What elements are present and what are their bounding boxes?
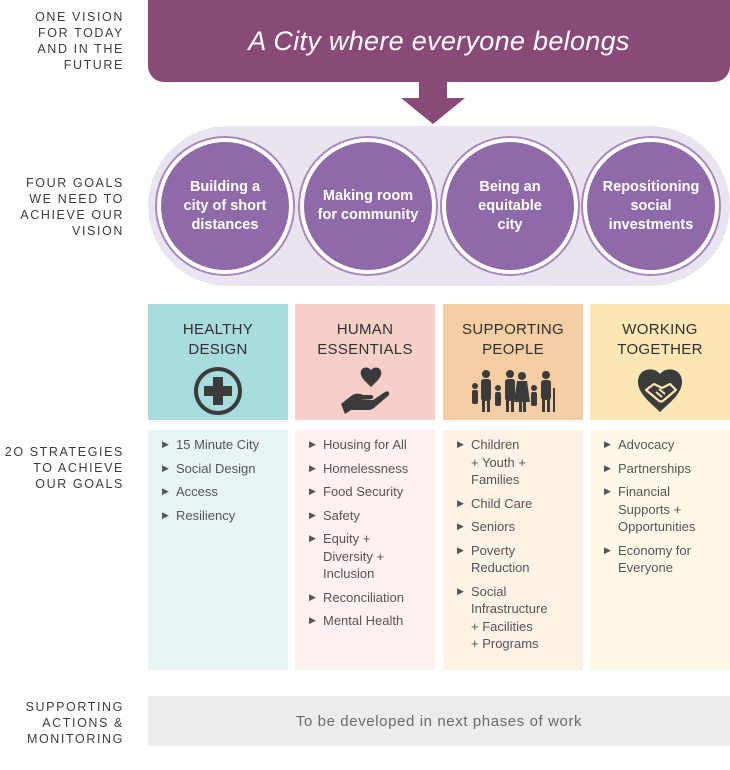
strategy-item: ▶ Social Design <box>162 460 280 478</box>
strategy-label: Poverty Reduction <box>471 542 530 576</box>
goals-side-label: FOUR GOALS WE NEED TO ACHIEVE OUR VISION <box>20 176 124 238</box>
strategies-human-essentials: ▶ Housing for All ▶ Homelessness ▶ Food Secur… <box>295 430 435 670</box>
strategy-label: Economy for Everyone <box>618 542 691 576</box>
strategy-label: Child Care <box>471 495 533 511</box>
strategy-label: Social Infrastructure + Facilities + Pro… <box>471 583 548 652</box>
strategy-item: ▶ Equity + Diversity + Inclusion <box>309 530 427 583</box>
strategy-item: ▶ Housing for All <box>309 436 427 454</box>
strategy-item: ▶ Poverty Reduction <box>457 542 575 577</box>
triangle-bullet-icon: ▶ <box>604 544 611 555</box>
triangle-bullet-icon: ▶ <box>457 585 464 596</box>
medical-cross-icon <box>194 367 242 415</box>
triangle-bullet-icon: ▶ <box>604 462 611 473</box>
actions-box: To be developed in next phases of work <box>148 696 730 746</box>
down-arrow-icon <box>401 82 465 124</box>
goal-circle-short-distances: Building a city of short distances <box>157 138 293 274</box>
strategy-item: ▶ Reconciliation <box>309 589 427 607</box>
strategy-label: Homelessness <box>323 460 409 476</box>
category-title: SUPPORTING PEOPLE <box>462 321 564 358</box>
strategy-label: Access <box>176 484 218 499</box>
goal-circle-equitable-city: Being an equitable city <box>442 138 578 274</box>
triangle-bullet-icon: ▶ <box>162 509 169 520</box>
strategy-item: ▶ Safety <box>309 507 427 525</box>
triangle-bullet-icon: ▶ <box>309 486 316 496</box>
triangle-bullet-icon: ▶ <box>457 544 464 555</box>
category-title: HEALTHY DESIGN <box>182 321 254 358</box>
strategy-label: Equity + Diversity + Inclusion <box>323 531 385 581</box>
strategy-label: Mental Health <box>323 613 404 628</box>
strategy-item: ▶ Resiliency <box>162 507 280 525</box>
triangle-bullet-icon: ▶ <box>457 497 464 508</box>
strategy-item: ▶ Food Security <box>309 483 427 501</box>
strategy-label: Safety <box>323 507 360 523</box>
strategy-item: ▶ Seniors <box>457 518 575 536</box>
vision-side-label: ONE VISION FOR TODAY AND IN THE FUTURE <box>35 10 124 72</box>
category-title: WORKING TOGETHER <box>617 321 703 358</box>
triangle-bullet-icon: ▶ <box>457 439 464 449</box>
strategies-supporting-people: ▶Children + Youth + Families▶Child Care▶… <box>443 430 583 670</box>
family-group-icon <box>472 370 555 412</box>
strategy-label: Financial Supports + Opportunities <box>618 484 696 534</box>
strategies-working-together: ▶ Advocacy ▶ Partnerships ▶ Financial Support… <box>590 430 730 670</box>
triangle-bullet-icon: ▶ <box>604 486 611 496</box>
strategy-label: Reconciliation <box>323 589 404 605</box>
triangle-bullet-icon: ▶ <box>457 521 464 531</box>
strategy-label: 15 Minute City <box>176 437 260 452</box>
heart-in-hand-icon <box>341 367 390 414</box>
triangle-bullet-icon: ▶ <box>162 462 169 473</box>
strategies-side-label: 2O STRATEGIES TO ACHIEVE OUR GOALS <box>4 445 124 491</box>
triangle-bullet-icon: ▶ <box>162 486 169 496</box>
handshake-heart-icon <box>638 369 682 412</box>
strategy-label: Resiliency <box>176 507 236 523</box>
strategy-item: ▶ Children + Youth + Families <box>457 436 575 489</box>
strategy-label: Seniors <box>471 519 516 534</box>
strategy-item: ▶ Economy for Everyone <box>604 542 722 577</box>
strategy-label: Children + Youth + Families <box>471 437 526 487</box>
strategy-item: ▶ Financial Supports + Opportunities <box>604 483 722 536</box>
strategy-label: Advocacy <box>618 437 675 452</box>
triangle-bullet-icon: ▶ <box>162 439 169 449</box>
category-working-together: WORKING TOGETHER <box>590 304 730 420</box>
actions-side-label: SUPPORTING ACTIONS & MONITORING <box>25 700 124 746</box>
vision-text: A City where everyone belongs <box>248 25 630 56</box>
strategy-label: Food Security <box>323 484 404 499</box>
strategy-label: Social Design <box>176 460 256 476</box>
vision-banner: A City where everyone belongs <box>148 0 730 82</box>
strategy-label: Housing for All <box>323 437 407 452</box>
triangle-bullet-icon: ▶ <box>309 509 316 520</box>
goal-circle-making-room: Making room for community <box>300 138 436 274</box>
strategy-item: ▶ 15 Minute City <box>162 436 280 454</box>
triangle-bullet-icon: ▶ <box>604 439 611 449</box>
strategy-item: ▶ Mental Health <box>309 612 427 630</box>
strategy-item: ▶ Partnerships <box>604 460 722 478</box>
strategies-healthy-design: ▶ 15 Minute City ▶ Social Design ▶ Access ▶ Res… <box>148 430 288 670</box>
strategy-item: ▶ Advocacy <box>604 436 722 454</box>
category-title: HUMAN ESSENTIALS <box>317 321 413 358</box>
triangle-bullet-icon: ▶ <box>309 533 316 543</box>
category-supporting-people: SUPPORTING PEOPLE <box>443 304 583 420</box>
triangle-bullet-icon: ▶ <box>309 439 316 449</box>
strategy-item: ▶ Child Care <box>457 495 575 513</box>
goal-circle-social-investments: Repositioning social investments <box>583 138 719 274</box>
category-healthy-design: HEALTHY DESIGN <box>148 304 288 420</box>
strategy-item: ▶ Social Infrastructure + Facilities + Pr… <box>457 583 575 653</box>
triangle-bullet-icon: ▶ <box>309 615 316 625</box>
triangle-bullet-icon: ▶ <box>309 591 316 602</box>
strategy-item: ▶ Homelessness <box>309 460 427 478</box>
strategy-label: Partnerships <box>618 460 691 476</box>
category-human-essentials: HUMAN ESSENTIALS <box>295 304 435 420</box>
strategy-item: ▶ Access <box>162 483 280 501</box>
triangle-bullet-icon: ▶ <box>309 462 316 473</box>
actions-text: To be developed in next phases of work <box>295 712 583 730</box>
